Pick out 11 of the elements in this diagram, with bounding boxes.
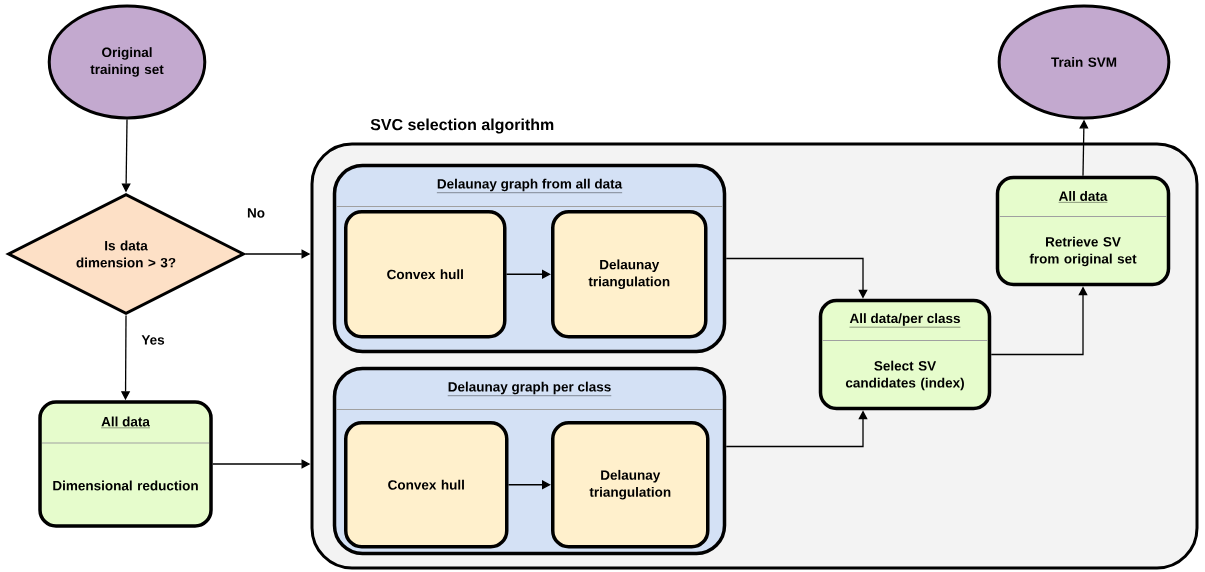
process-box: Convex hull [344,210,507,339]
edge-label: Yes [140,334,166,346]
process-box: All data Dimensional reduction [38,400,213,528]
process-box: Delaunay triangulation [551,210,708,339]
edge-label: No [246,207,266,219]
process-box: All data Retrieve SV from original set [995,175,1171,287]
arrow [505,269,551,279]
process-box: Convex hull [344,421,509,549]
process-box: Delaunay triangulation [551,421,710,549]
node-label: SVC selection algorithm [370,118,554,134]
process-box: All data/per class Select SV candidates (index) [818,298,992,411]
